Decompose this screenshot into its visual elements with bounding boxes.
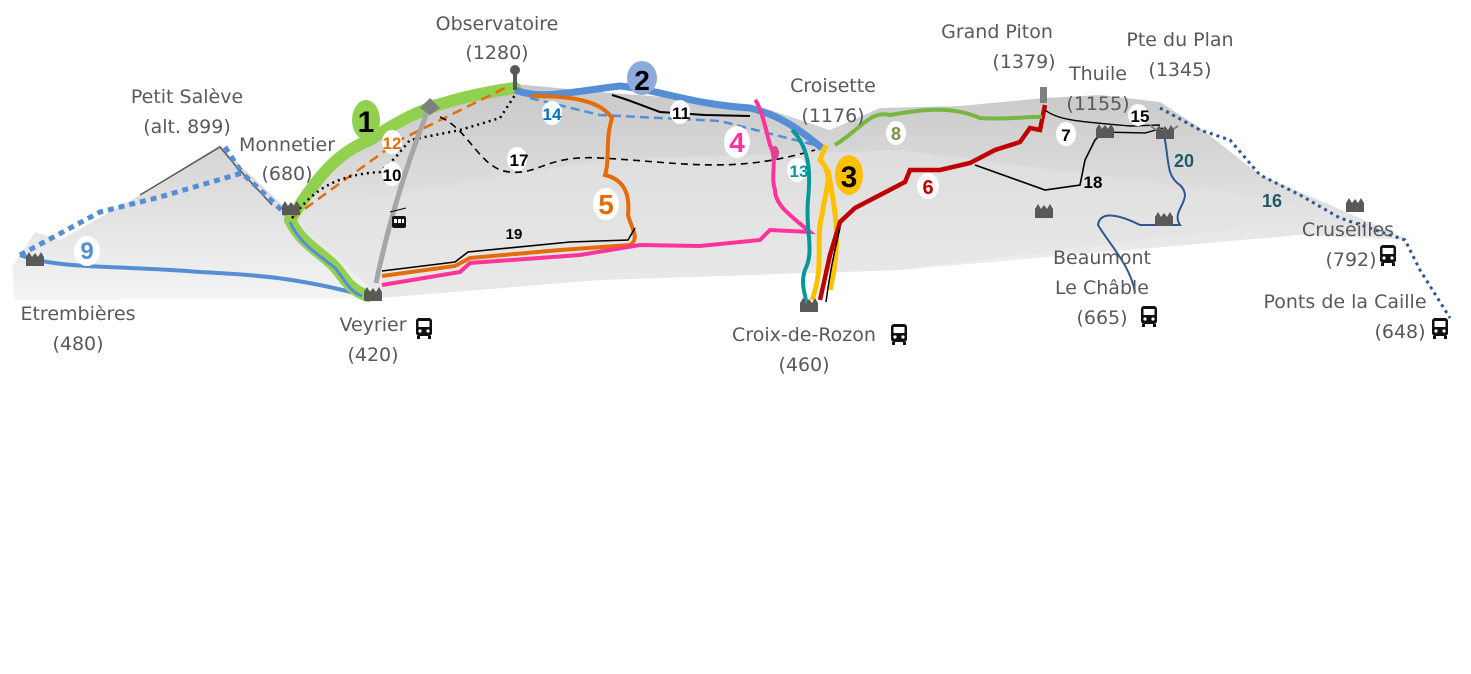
route-3-number[interactable]: 3 [841, 161, 858, 194]
route-4-number[interactable]: 4 [729, 127, 745, 158]
place-observatoire-alt: (1280) [465, 42, 528, 64]
place-veyrier: Veyrier [339, 314, 406, 336]
place-le-chable: Le Châble [1055, 277, 1149, 299]
route-2-number[interactable]: 2 [634, 65, 650, 96]
route-20-number[interactable]: 20 [1174, 151, 1194, 171]
route-17-path[interactable] [439, 116, 816, 174]
place-monnetier: Monnetier [239, 134, 335, 156]
place-thuile-alt: (1155) [1066, 93, 1129, 115]
place-petit-saleve-alt: (alt. 899) [143, 116, 231, 138]
place-croisette: Croisette [790, 75, 876, 97]
village-icon [26, 252, 44, 266]
place-ponts-de-la-caille: Ponts de la Caille [1263, 291, 1426, 313]
route-1-lower-path[interactable] [284, 214, 374, 302]
place-observatoire: Observatoire [436, 13, 559, 35]
route-5-number[interactable]: 5 [598, 189, 614, 220]
route-17-number[interactable]: 17 [510, 151, 529, 170]
route-20-path[interactable] [1096, 129, 1186, 293]
village-icon [282, 201, 300, 215]
bus-icon [891, 324, 907, 345]
place-petit-saleve: Petit Salève [131, 86, 243, 108]
place-veyrier-alt: (420) [347, 344, 398, 366]
route-3-badge [835, 155, 863, 195]
tower-icon [1040, 87, 1047, 103]
route-6-path[interactable] [817, 104, 1048, 301]
route-19-path[interactable] [381, 227, 636, 272]
route-15-number[interactable]: 15 [1131, 107, 1150, 126]
route-16-path[interactable] [1159, 106, 1452, 319]
village-icon [364, 287, 382, 301]
route-6-number[interactable]: 6 [922, 177, 933, 199]
place-etrembieres-alt: (480) [52, 333, 103, 355]
route-9-path[interactable] [19, 253, 371, 299]
route-9-dotted-path[interactable] [18, 145, 292, 258]
place-croisette-alt: (1176) [801, 105, 864, 127]
place-beaumont-alt: (665) [1076, 307, 1127, 329]
route-4-path[interactable] [381, 98, 816, 287]
route-1-number[interactable]: 1 [358, 106, 375, 139]
village-icon [1346, 198, 1364, 212]
place-cruseilles-alt: (792) [1325, 249, 1376, 271]
place-etrembieres: Etrembières [20, 303, 135, 325]
route-10-path[interactable] [291, 94, 517, 219]
village-icon [1035, 204, 1053, 218]
route-11-path[interactable] [611, 94, 751, 117]
route-13-number[interactable]: 13 [790, 162, 809, 181]
route-19-number[interactable]: 19 [506, 226, 523, 243]
place-grand-piton-alt: (1379) [992, 51, 1055, 73]
route-6-black-edge [825, 227, 841, 303]
route-14-number[interactable]: 14 [543, 105, 562, 124]
place-beaumont: Beaumont [1053, 247, 1151, 269]
route-1-path[interactable] [284, 82, 521, 226]
route-8-number[interactable]: 8 [891, 124, 901, 144]
cable-car-icon [389, 207, 407, 228]
cable-car-line [373, 104, 433, 284]
place-croix-de-rozon-alt: (460) [778, 354, 829, 376]
route-18-number[interactable]: 18 [1084, 173, 1103, 192]
route-5-path[interactable] [381, 94, 637, 278]
route-2-path[interactable] [513, 82, 825, 151]
route-7-path[interactable] [1044, 109, 1161, 127]
route-7-number[interactable]: 7 [1061, 126, 1070, 145]
route-badges: 1 2 3 4 5 6 7 8 9 10 11 12 13 14 15 16 1… [74, 61, 1282, 266]
village-icon [1096, 124, 1114, 138]
route-1-badge [352, 100, 380, 140]
cable-car-station-icon [420, 98, 440, 115]
bus-icon [1141, 306, 1157, 327]
bus-icon [1432, 318, 1448, 339]
route-12-number[interactable]: 12 [383, 134, 402, 153]
route-8-path[interactable] [833, 107, 1043, 147]
place-cruseilles: Cruseilles [1302, 219, 1394, 241]
route-9-number[interactable]: 9 [80, 238, 93, 265]
village-icon [800, 298, 818, 312]
place-pte-du-plan-alt: (1345) [1148, 59, 1211, 81]
route-13-path[interactable] [790, 128, 812, 303]
place-thuile: Thuile [1068, 63, 1127, 85]
observatory-icon [510, 65, 520, 90]
route-11-number[interactable]: 11 [672, 104, 690, 123]
bus-icon [416, 318, 432, 339]
route-10-number[interactable]: 10 [383, 166, 402, 185]
place-labels: Observatoire (1280) Petit Salève (alt. 8… [20, 13, 1426, 376]
chapel-icon [771, 146, 779, 160]
route-2-badge [627, 61, 657, 95]
village-icon [1155, 212, 1173, 226]
place-grand-piton: Grand Piton [941, 21, 1053, 43]
route-3-path[interactable] [809, 144, 839, 301]
village-icon [1156, 125, 1174, 139]
route-9-link-path[interactable] [288, 221, 363, 298]
place-croix-de-rozon: Croix-de-Rozon [732, 324, 876, 346]
bus-icon [1380, 245, 1396, 266]
place-ponts-de-la-caille-alt: (648) [1374, 321, 1425, 343]
place-pte-du-plan: Pte du Plan [1126, 29, 1233, 51]
route-16-number[interactable]: 16 [1262, 191, 1282, 211]
route-6-twin-line [974, 129, 1106, 191]
place-monnetier-alt: (680) [261, 163, 312, 185]
